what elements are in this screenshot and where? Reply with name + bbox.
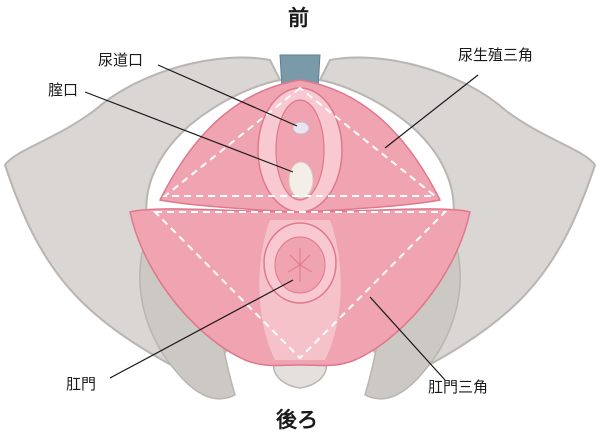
anal-triangle-label: 肛門三角: [428, 378, 489, 396]
leader-lines: [84, 64, 479, 381]
vaginal-opening: [288, 161, 314, 199]
back-label: 後ろ: [276, 408, 318, 432]
urogenital-triangle-outline: [162, 86, 438, 197]
leader-anal-triangle: [369, 296, 446, 381]
leader-urethral-opening: [157, 64, 298, 127]
anus-folds: [287, 248, 313, 282]
urethral-opening: [292, 121, 310, 135]
leader-anus: [109, 279, 294, 379]
front-label: 前: [288, 6, 309, 30]
urethral-opening-label: 尿道口: [98, 51, 144, 69]
anal-triangle-outline: [152, 211, 448, 360]
perineum-triangles: [152, 86, 448, 360]
urogenital-triangle-label: 尿生殖三角: [458, 46, 534, 64]
vaginal-opening-label: 腟口: [48, 81, 79, 99]
leader-vaginal-opening: [84, 91, 294, 173]
anus-label: 肛門: [66, 375, 97, 393]
leader-urogenital-triangle: [384, 74, 479, 149]
